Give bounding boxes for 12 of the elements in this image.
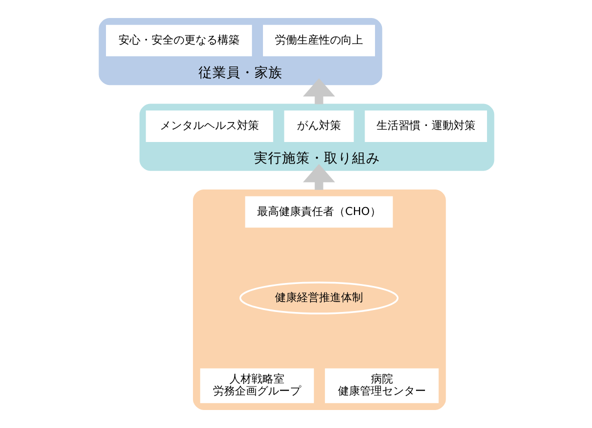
arrow [302,78,335,104]
node-ellipse: 健康経営推進体制 [238,282,398,314]
node-box: がん対策 [284,110,354,142]
node-box: 安心・安全の更なる構築 [105,24,252,56]
node-box: メンタルヘルス対策 [145,110,273,142]
node-box: 労働生産性の向上 [262,24,374,56]
node-box: 病院 健康管理センター [324,368,438,404]
node-box: 生活習慣・運動対策 [364,110,487,142]
node-box: 人材戦略室 労務企画グループ [200,368,314,404]
cluster [192,189,446,410]
node-box: 最高健康責任者（CHO） [244,196,392,228]
arrow [302,164,335,190]
